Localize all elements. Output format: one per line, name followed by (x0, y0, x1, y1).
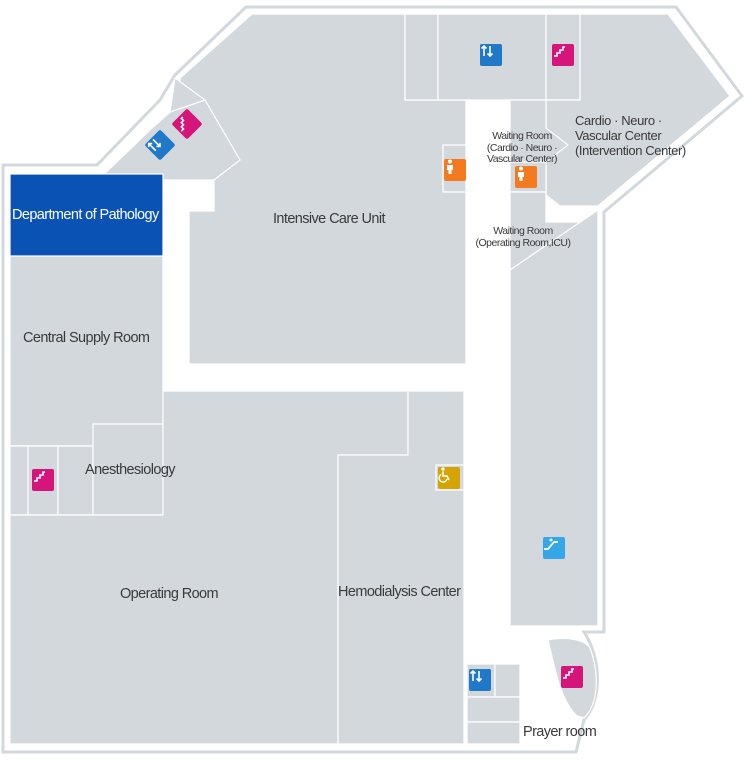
anesthesiology-label: Anesthesiology (85, 462, 176, 478)
small-room-bottom-2 (466, 696, 521, 723)
prayer-room-label: Prayer room (523, 724, 597, 740)
waiting-operating-line-2: (Operating Room,ICU) (475, 236, 571, 249)
operating-room-label: Operating Room (120, 586, 219, 602)
elevator-icon[interactable] (469, 669, 491, 691)
stairs-icon[interactable] (32, 469, 54, 491)
cardio-neuro-vascular-center[interactable] (545, 13, 731, 207)
elevator-icon[interactable] (144, 129, 176, 161)
cardio-label-line-3: (Intervention Center) (575, 143, 686, 158)
central-supply-room[interactable] (9, 255, 164, 447)
rooms (9, 13, 731, 745)
department-of-pathology[interactable] (9, 173, 164, 257)
cardio-label-line-1: Cardio · Neuro · (575, 113, 662, 128)
cardio-label-line-2: Vascular Center (575, 128, 662, 143)
stair-room-left-2 (9, 445, 29, 516)
waiting-cardio-line-2: (Cardio · Neuro · (486, 141, 558, 154)
hemodialysis-center[interactable] (337, 390, 465, 745)
small-room-left (57, 445, 94, 516)
waiting-room-cardio-label: Waiting Room (Cardio · Neuro · Vascular … (478, 130, 566, 166)
cardio-neuro-vascular-center-label: Cardio · Neuro · Vascular Center (Interv… (575, 113, 686, 158)
restroom-icon[interactable] (515, 166, 537, 188)
building-outline (1, 5, 745, 754)
stair-lobby-top (169, 76, 207, 113)
restroom-icon[interactable] (444, 159, 466, 181)
stairs-icon[interactable] (561, 666, 583, 688)
department-of-pathology-label: Department of Pathology (12, 207, 159, 223)
waiting-operating-line-1: Waiting Room (493, 225, 553, 237)
central-supply-room-label: Central Supply Room (23, 330, 150, 346)
east-wing-block (509, 208, 599, 627)
waiting-cardio-line-1: Waiting Room (492, 130, 552, 142)
stairs-icon[interactable] (552, 44, 574, 66)
elevator-icon[interactable] (480, 44, 502, 66)
escalator-icon[interactable] (543, 537, 565, 559)
small-room-bottom-3 (466, 721, 521, 745)
waiting-room-operating-label: Waiting Room (Operating Room,ICU) (470, 225, 576, 249)
small-room-bottom-1 (494, 663, 521, 698)
waiting-cardio-line-3: Vascular Center) (486, 153, 558, 165)
intensive-care-unit-label: Intensive Care Unit (273, 211, 386, 227)
wheelchair-accessible-icon[interactable] (438, 467, 460, 489)
hemodialysis-center-label: Hemodialysis Center (338, 584, 461, 600)
top-room-1 (404, 13, 439, 101)
stairs-icon[interactable] (171, 108, 203, 140)
